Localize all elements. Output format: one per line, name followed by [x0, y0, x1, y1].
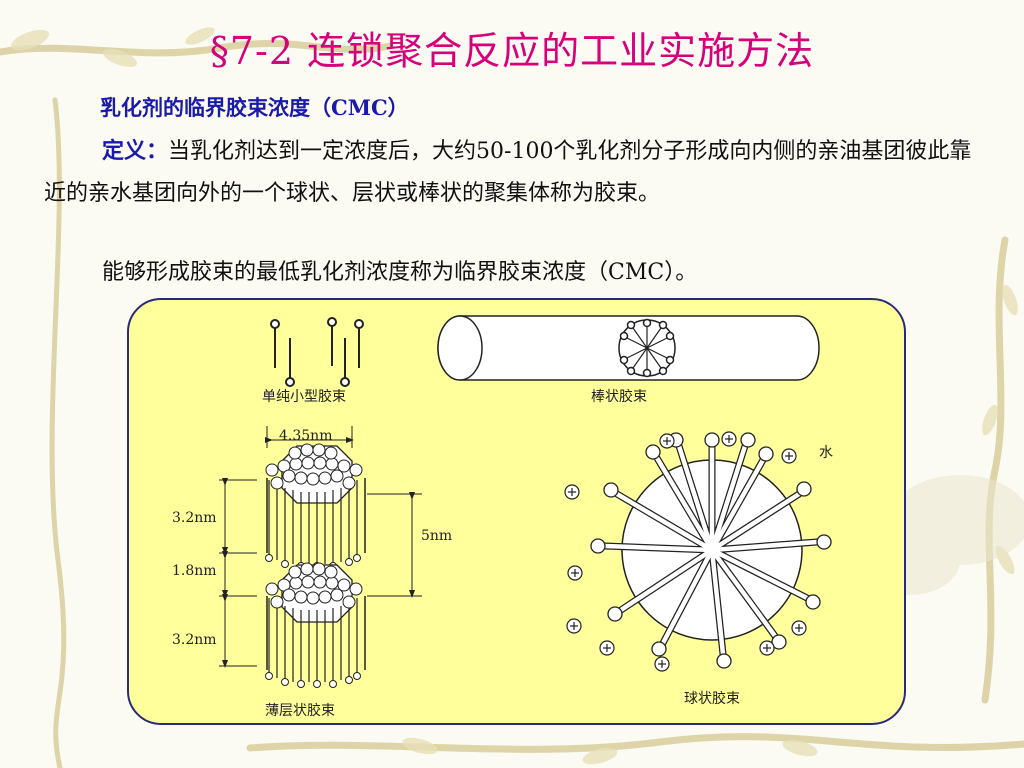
definition-label: 定义：	[102, 138, 169, 164]
dimension-mid-label: 1.8nm	[172, 563, 217, 579]
spherical-micelle	[564, 431, 832, 672]
micelle-diagram	[219, 315, 832, 688]
lamellar-micelle-bundles	[265, 443, 366, 688]
dimension-total-label: 5nm	[421, 528, 453, 544]
section-heading: 乳化剂的临界胶束浓度（CMC）	[100, 95, 409, 120]
rod-micelle-cylinder	[437, 315, 820, 381]
simple-micelle-label: 单纯小型胶束	[262, 389, 346, 405]
dimension-top-label: 3.2nm	[172, 510, 217, 526]
cmc-paragraph: 能够形成胶束的最低乳化剂浓度称为临界胶束浓度（CMC）。	[102, 260, 698, 285]
lamellar-micelle-label: 薄层状胶束	[265, 703, 335, 719]
dimension-lines	[219, 426, 422, 668]
definition-text: 当乳化剂达到一定浓度后，大约50-100个乳化剂分子形成向内侧的亲油基团彼此靠近…	[44, 139, 972, 206]
rod-micelle-label: 棒状胶束	[591, 389, 647, 405]
dimension-width-label: 4.35nm	[279, 428, 333, 444]
sphere-micelle-label: 球状胶束	[684, 691, 740, 707]
water-label: 水	[819, 445, 833, 461]
simple-micelle-molecules	[270, 317, 364, 387]
slide-title: §7-2 连锁聚合反应的工业实施方法	[209, 29, 815, 73]
dimension-bottom-label: 3.2nm	[172, 632, 217, 648]
definition-paragraph: 定义：当乳化剂达到一定浓度后，大约50-100个乳化剂分子形成向内侧的亲油基团彼…	[44, 130, 989, 215]
